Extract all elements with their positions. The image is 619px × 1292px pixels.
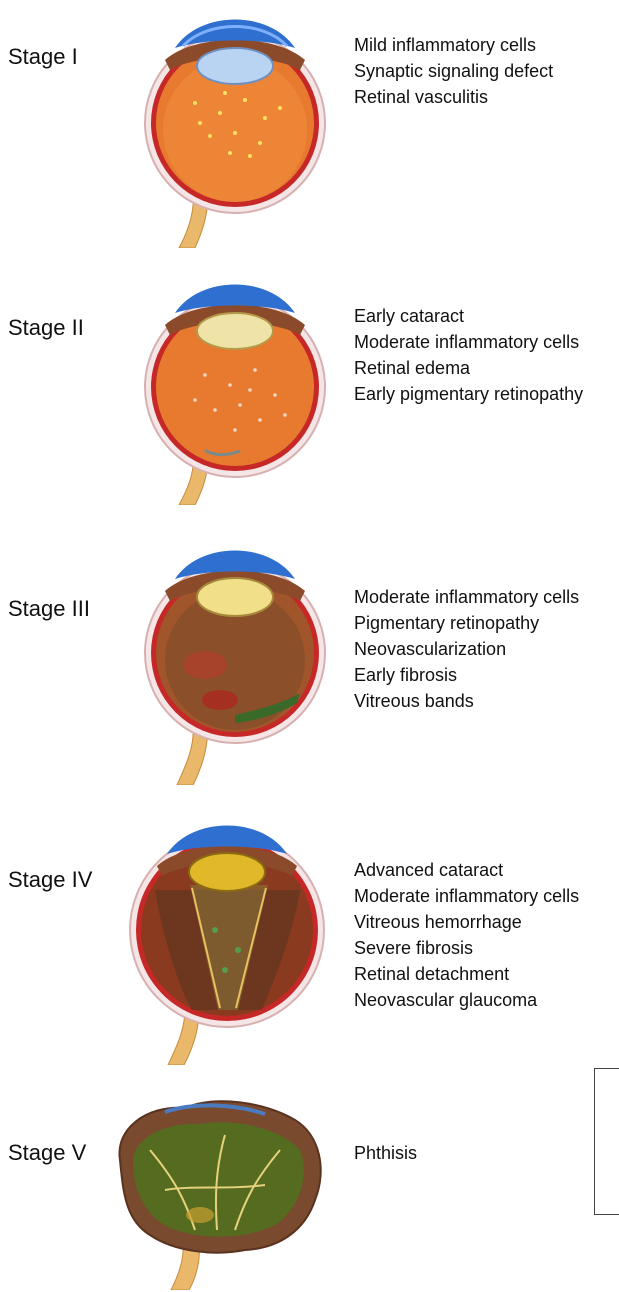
stage-2-eye-illustration <box>135 275 335 505</box>
partial-frame-box <box>594 1068 619 1215</box>
stage-4-label: Stage IV <box>8 867 92 893</box>
finding-item: Pigmentary retinopathy <box>354 610 579 636</box>
stage-1-findings: Mild inflammatory cells Synaptic signali… <box>354 32 553 110</box>
finding-item: Phthisis <box>354 1140 417 1166</box>
finding-item: Moderate inflammatory cells <box>354 883 579 909</box>
finding-item: Early fibrosis <box>354 662 579 688</box>
finding-item: Neovascular glaucoma <box>354 987 579 1013</box>
stage-5-eye-illustration <box>105 1090 335 1290</box>
stage-3-label: Stage III <box>8 596 90 622</box>
finding-item: Retinal edema <box>354 355 583 381</box>
finding-item: Vitreous hemorrhage <box>354 909 579 935</box>
finding-item: Severe fibrosis <box>354 935 579 961</box>
finding-item: Early cataract <box>354 303 583 329</box>
stage-5-label: Stage V <box>8 1140 86 1166</box>
stage-4-eye-illustration <box>120 810 335 1065</box>
stage-1-eye-illustration <box>135 8 335 248</box>
stage-3-findings: Moderate inflammatory cells Pigmentary r… <box>354 584 579 714</box>
finding-item: Retinal vasculitis <box>354 84 553 110</box>
stage-2-label: Stage II <box>8 315 84 341</box>
finding-item: Mild inflammatory cells <box>354 32 553 58</box>
finding-item: Neovascularization <box>354 636 579 662</box>
finding-item: Early pigmentary retinopathy <box>354 381 583 407</box>
finding-item: Vitreous bands <box>354 688 579 714</box>
finding-item: Retinal detachment <box>354 961 579 987</box>
stage-3-eye-illustration <box>135 535 335 785</box>
finding-item: Advanced cataract <box>354 857 579 883</box>
finding-item: Synaptic signaling defect <box>354 58 553 84</box>
stage-2-findings: Early cataract Moderate inflammatory cel… <box>354 303 583 407</box>
stage-5-findings: Phthisis <box>354 1140 417 1166</box>
finding-item: Moderate inflammatory cells <box>354 329 583 355</box>
stage-1-label: Stage I <box>8 44 78 70</box>
finding-item: Moderate inflammatory cells <box>354 584 579 610</box>
stage-4-findings: Advanced cataract Moderate inflammatory … <box>354 857 579 1013</box>
